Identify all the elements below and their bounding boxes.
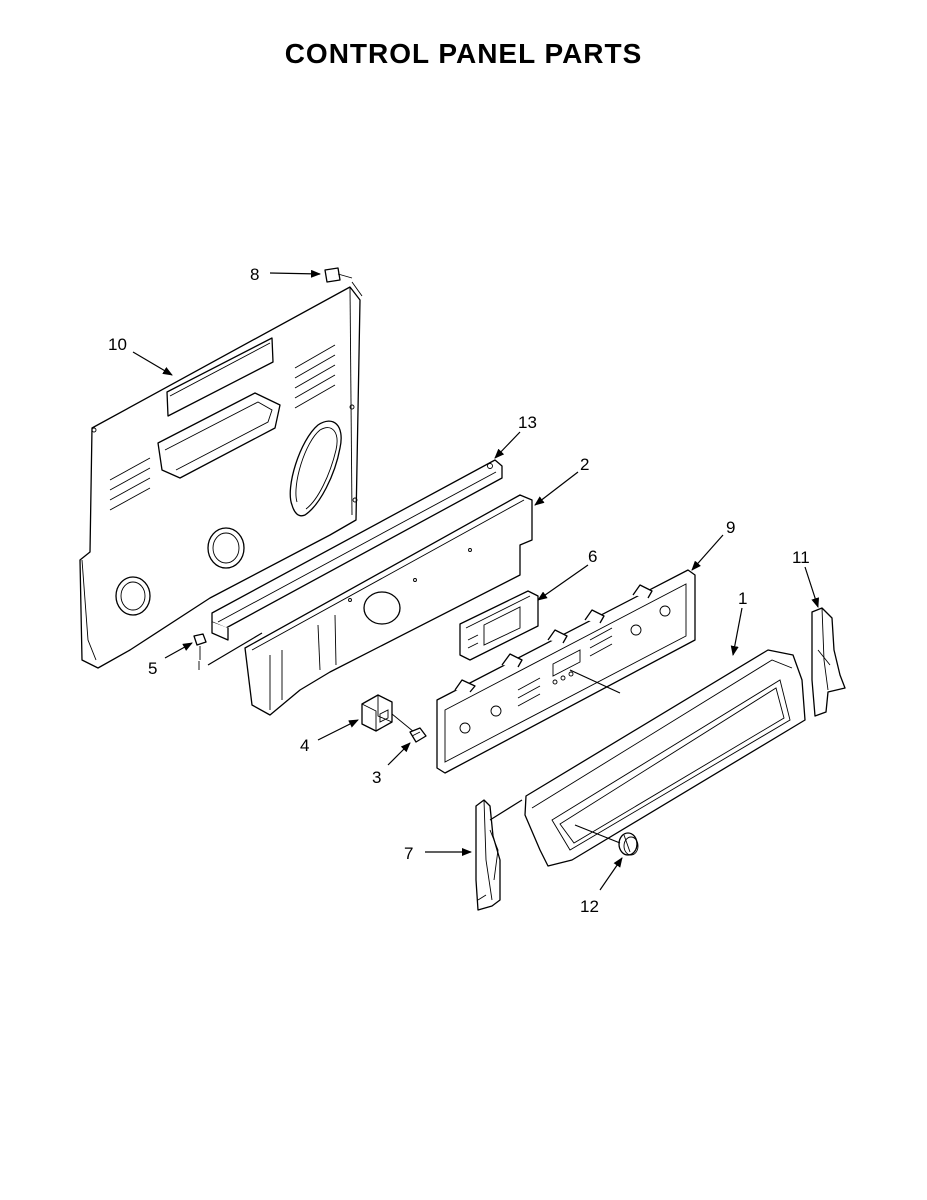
callout-4: 4 <box>300 736 309 755</box>
leader-12 <box>599 857 623 891</box>
part-11-right-end-cap[interactable] <box>811 607 846 717</box>
callout-1: 1 <box>738 589 747 608</box>
part-9-control-panel[interactable] <box>436 569 696 774</box>
callout-2: 2 <box>580 455 589 474</box>
leader-9 <box>691 534 724 571</box>
callout-8: 8 <box>250 265 259 284</box>
part-4-switch[interactable] <box>361 694 393 732</box>
callout-7: 7 <box>404 844 413 863</box>
leader-3 <box>387 742 411 766</box>
leader-4 <box>317 719 359 741</box>
guide-endcap <box>489 799 523 821</box>
leader-6 <box>537 564 589 601</box>
leader-10 <box>132 351 173 376</box>
page-title: CONTROL PANEL PARTS <box>284 38 643 69</box>
leader-2 <box>534 471 579 506</box>
part-13-channel-bar[interactable] <box>211 459 503 641</box>
callout-13: 13 <box>518 413 537 432</box>
part-3-pushbutton[interactable] <box>391 713 427 743</box>
callout-12: 12 <box>580 897 599 916</box>
part-2-console-support[interactable] <box>244 494 533 716</box>
leader-8 <box>269 269 321 278</box>
part-10-rear-panel[interactable] <box>79 286 361 669</box>
callout-11: 11 <box>792 548 810 567</box>
guide-board <box>569 669 621 694</box>
callout-5: 5 <box>148 659 157 678</box>
part-7-left-end-cap[interactable] <box>475 799 501 911</box>
part-12-knob[interactable] <box>618 832 639 856</box>
leader-lines <box>132 269 820 891</box>
leader-13 <box>494 431 521 459</box>
leader-11 <box>804 566 820 608</box>
leader-1 <box>730 607 743 656</box>
part-6-control-board[interactable] <box>459 590 539 661</box>
callout-10: 10 <box>108 335 127 354</box>
callout-3: 3 <box>372 768 381 787</box>
guide-screw5 <box>207 632 263 666</box>
guide-knob <box>574 824 621 844</box>
part-1-console-trim[interactable] <box>524 649 806 867</box>
callout-labels: 8 10 13 2 6 9 1 11 5 4 3 7 12 <box>108 265 810 916</box>
callout-9: 9 <box>726 518 735 537</box>
leader-5 <box>164 642 193 659</box>
part-8-screw[interactable] <box>324 267 363 297</box>
part-5-screw[interactable] <box>193 633 207 670</box>
callout-6: 6 <box>588 547 597 566</box>
